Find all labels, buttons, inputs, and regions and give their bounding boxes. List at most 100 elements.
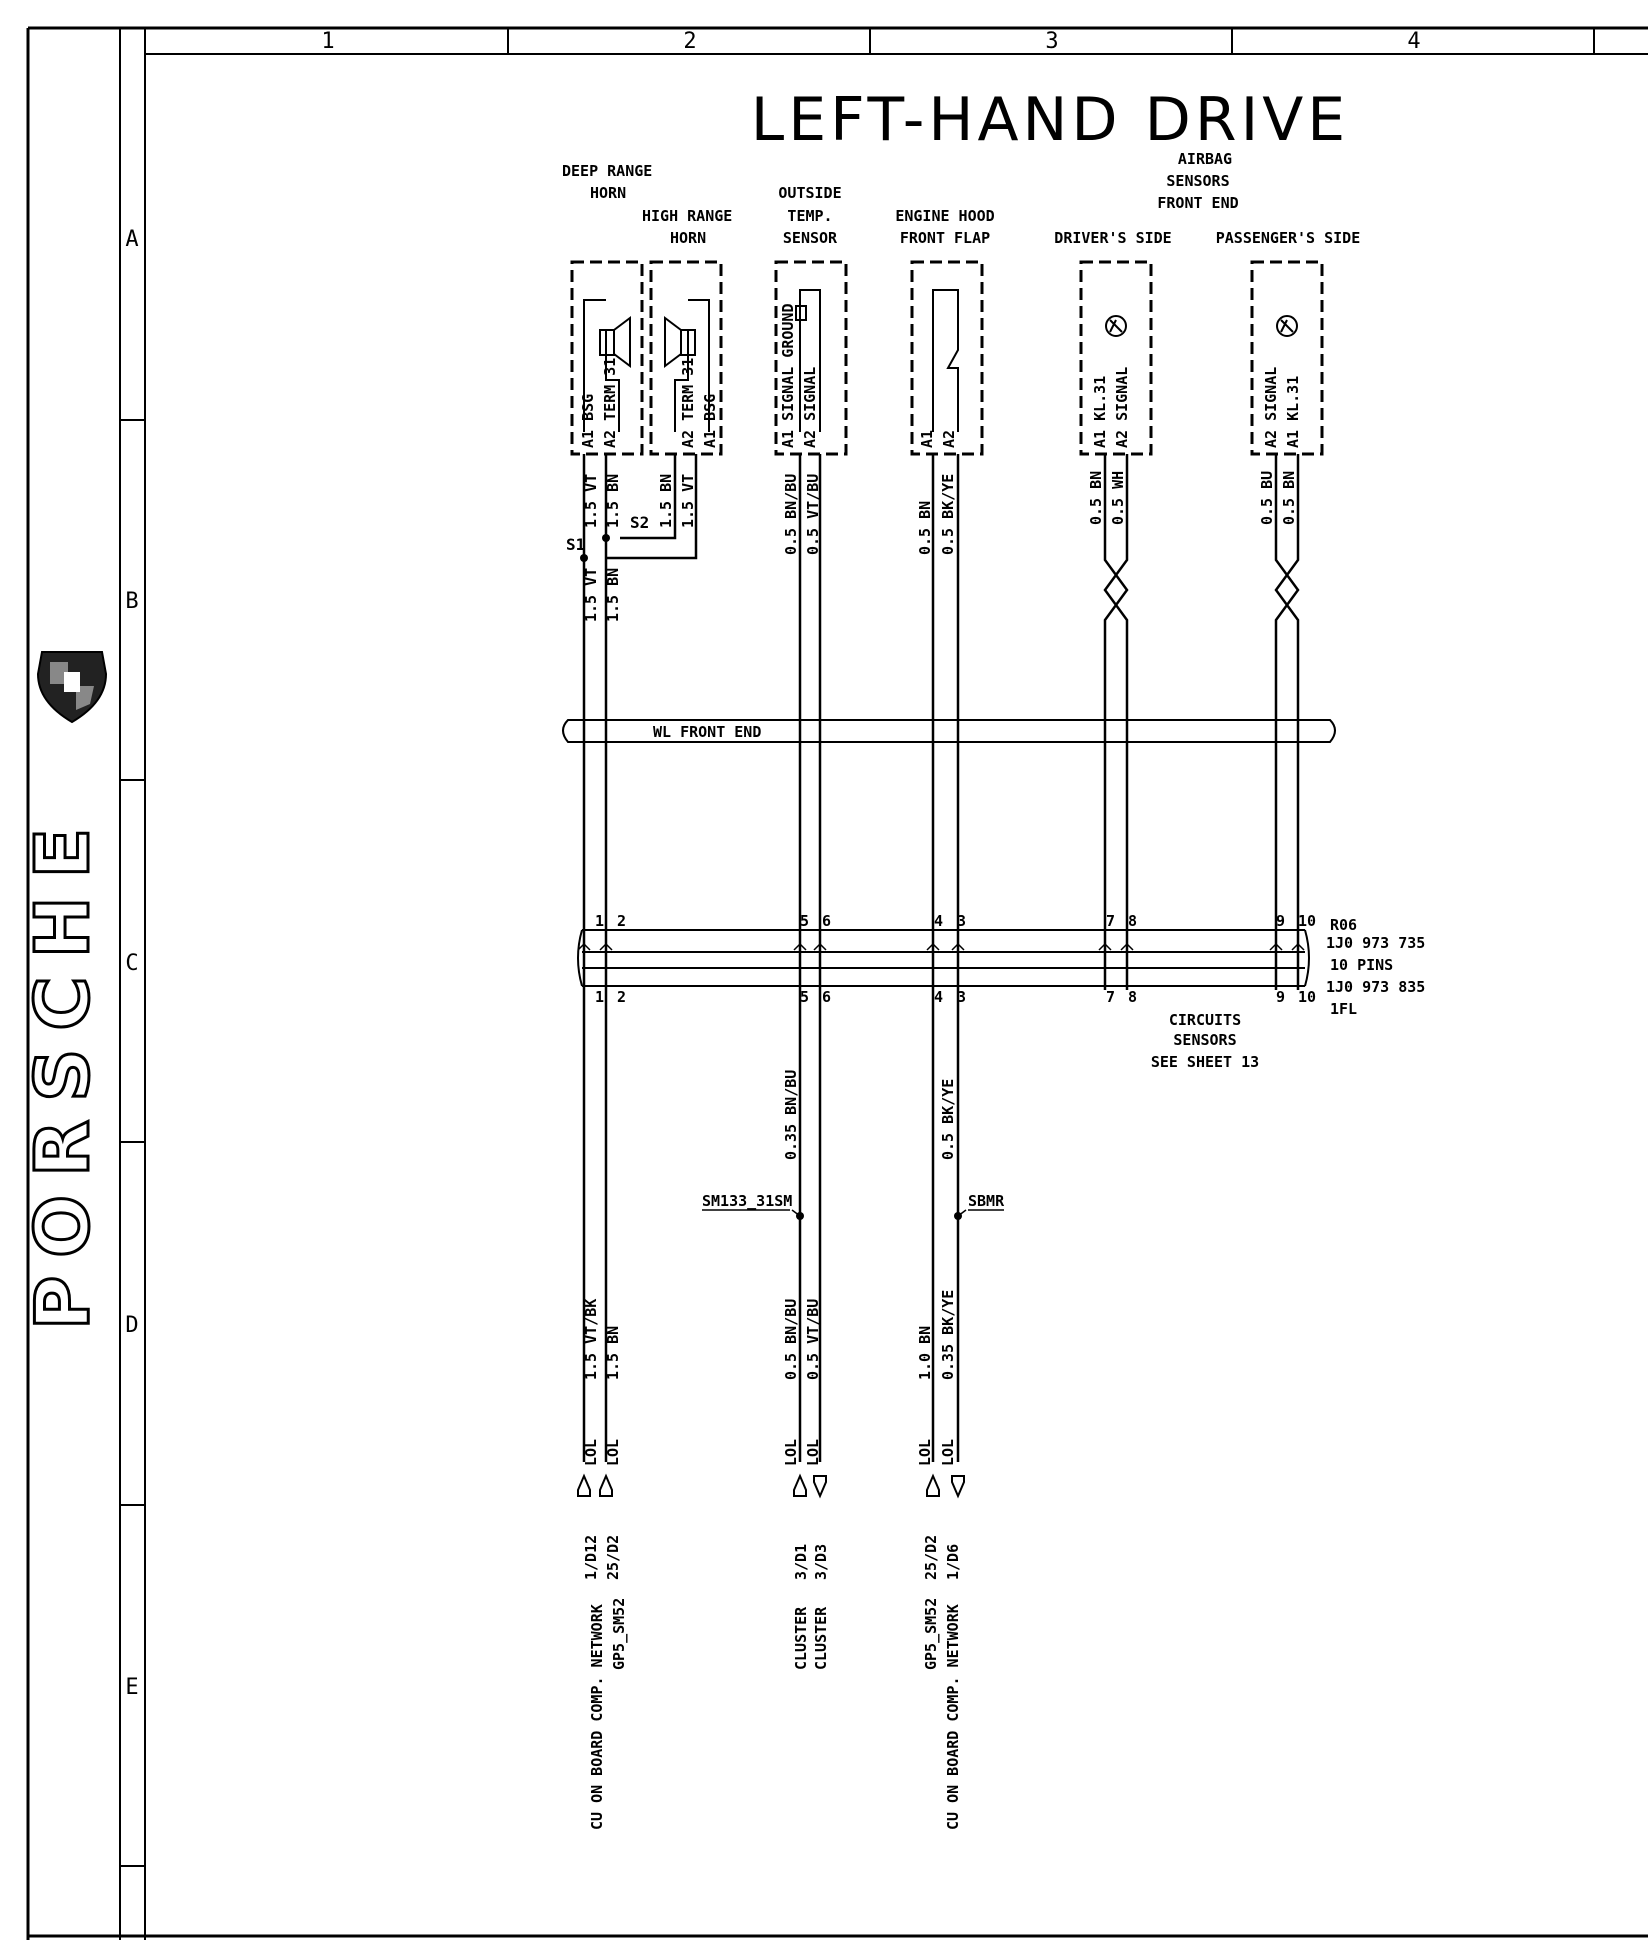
connector-ref-1: 1J0 973 735	[1326, 934, 1425, 952]
brand-wordmark: PORSCHE	[20, 810, 106, 1330]
ref-4: 25/D2	[922, 1535, 940, 1580]
terminal-code-1: LOL	[604, 1439, 622, 1466]
wire-label-b5: 0.35 BK/YE	[939, 1290, 957, 1380]
grid-col-4: 4	[1407, 29, 1420, 54]
hood-flap: A1 A2	[910, 260, 984, 456]
wire-label-u11: 0.5 BN	[1280, 471, 1298, 525]
wires	[582, 454, 1300, 1462]
destination-4: GP5_SM52	[922, 1598, 940, 1670]
conn-pin-top-5: 5	[800, 912, 809, 930]
ref-0: 1/D12	[582, 1535, 600, 1580]
airbag-driver: A1 KL.31 A2 SIGNAL	[1079, 260, 1153, 456]
deep-horn-pin-2: A2 TERM 31	[601, 358, 619, 448]
grid-row-b: B	[125, 589, 138, 614]
wire-label-u10: 0.5 BU	[1258, 471, 1276, 525]
conn-pin-bot-4: 4	[934, 988, 943, 1006]
ref-5: 1/D6	[944, 1544, 962, 1580]
deep-horn-label-2: HORN	[590, 184, 626, 202]
grid-row-c: C	[125, 951, 138, 976]
wire-label-u8: 0.5 BN	[1087, 471, 1105, 525]
grid-row-a: A	[125, 227, 138, 252]
splice-sbmr-label: SBMR	[968, 1192, 1005, 1210]
conn-pin-bot-5: 5	[800, 988, 809, 1006]
grid-col-2: 2	[683, 29, 696, 54]
wire-label-b2: 0.5 BN/BU	[782, 1299, 800, 1380]
conn-pin-top-7: 7	[1106, 912, 1115, 930]
destination-0: CU ON BOARD COMP. NETWORK	[588, 1604, 606, 1830]
connector-ref-0: R06	[1330, 916, 1357, 934]
wire-label-m1: 1.5 BN	[604, 568, 622, 622]
porsche-crest-icon	[36, 651, 108, 724]
connector-r06	[577, 929, 1310, 987]
grid-row-d: D	[125, 1313, 138, 1338]
airbag-label-3: FRONT END	[1157, 194, 1238, 212]
grid-row-e: E	[125, 1675, 138, 1700]
conn-pin-top-3: 3	[957, 912, 966, 930]
connector-ref-4: 1FL	[1330, 1000, 1357, 1018]
wire-label-m0: 1.5 VT	[582, 568, 600, 622]
terminal-code-0: LOL	[582, 1439, 600, 1466]
conn-pin-top-2: 2	[617, 912, 626, 930]
airbag-driver-label: DRIVER'S SIDE	[1054, 229, 1171, 247]
wire-label-u5: 0.5 VT/BU	[804, 474, 822, 555]
splice-s1-dot	[580, 554, 588, 562]
note-line-2: SENSORS	[1173, 1031, 1236, 1049]
splice-s1-label: S1	[566, 535, 585, 554]
terminal-code-4: LOL	[916, 1439, 934, 1466]
hood-flap-pin-1: A1	[918, 430, 936, 448]
temp-sensor-pin-1: A1 SIGNAL GROUND	[779, 304, 797, 449]
deep-horn: A1 BSG A2 TERM 31	[570, 260, 644, 456]
wire-label-u9: 0.5 WH	[1109, 471, 1127, 525]
grid-col-3: 3	[1045, 29, 1058, 54]
drawing-frame	[26, 26, 1648, 1940]
conn-pin-top-10: 10	[1298, 912, 1316, 930]
wire-label-u1: 1.5 BN	[604, 474, 622, 528]
lower-wire-label-1: 0.5 BK/YE	[939, 1079, 957, 1160]
connector-ref-2: 10 PINS	[1330, 956, 1393, 974]
conn-pin-top-9: 9	[1276, 912, 1285, 930]
wire-label-u7: 0.5 BK/YE	[939, 474, 957, 555]
terminal-code-3: LOL	[804, 1439, 822, 1466]
high-horn: A2 TERM 31 A1 BSG	[649, 260, 723, 456]
note-line-1: CIRCUITS	[1169, 1011, 1241, 1029]
wire-label-b4: 1.0 BN	[916, 1326, 934, 1380]
temp-sensor-label-3: SENSOR	[783, 229, 838, 247]
connector-ref-3: 1J0 973 835	[1326, 978, 1425, 996]
deep-horn-pin-1: A1 BSG	[579, 394, 597, 448]
destination-2: CLUSTER	[792, 1606, 810, 1670]
conn-pin-bot-8: 8	[1128, 988, 1137, 1006]
high-horn-label-2: HORN	[670, 229, 706, 247]
wire-label-u4: 0.5 BN/BU	[782, 474, 800, 555]
wire-label-u2: 1.5 BN	[657, 474, 675, 528]
high-horn-label-1: HIGH RANGE	[642, 207, 732, 225]
hood-flap-label-2: FRONT FLAP	[900, 229, 990, 247]
terminal-code-2: LOL	[782, 1439, 800, 1466]
temp-sensor-label-1: OUTSIDE	[778, 184, 841, 202]
page-title: LEFT-HAND DRIVE	[751, 85, 1349, 155]
lower-wire-label-0: 0.35 BN/BU	[782, 1070, 800, 1160]
splice-s2-label: S2	[630, 513, 649, 532]
terminal-code-5: LOL	[939, 1439, 957, 1466]
airbag-driver-pin-1: A1 KL.31	[1091, 376, 1109, 448]
harness-label: WL FRONT END	[653, 723, 761, 741]
deep-horn-label-1: DEEP RANGE	[562, 162, 652, 180]
conn-pin-bot-1: 1	[595, 988, 604, 1006]
ref-3: 3/D3	[812, 1544, 830, 1580]
conn-pin-top-8: 8	[1128, 912, 1137, 930]
conn-pin-top-1: 1	[595, 912, 604, 930]
conn-pin-bot-9: 9	[1276, 988, 1285, 1006]
destination-3: CLUSTER	[812, 1606, 830, 1670]
conn-pin-bot-6: 6	[822, 988, 831, 1006]
conn-pin-bot-3: 3	[957, 988, 966, 1006]
conn-pin-top-6: 6	[822, 912, 831, 930]
airbag-label-1: AIRBAG	[1178, 150, 1232, 168]
destination-1: GP5_SM52	[610, 1598, 628, 1670]
airbag-passenger-pin-2: A1 KL.31	[1284, 376, 1302, 448]
temp-sensor-label-2: TEMP.	[787, 207, 832, 225]
conn-pin-bot-10: 10	[1298, 988, 1316, 1006]
note-line-3: SEE SHEET 13	[1151, 1053, 1259, 1071]
conn-pin-bot-7: 7	[1106, 988, 1115, 1006]
temp-sensor-pin-2: A2 SIGNAL	[801, 367, 819, 448]
destination-5: CU ON BOARD COMP. NETWORK	[944, 1604, 962, 1830]
